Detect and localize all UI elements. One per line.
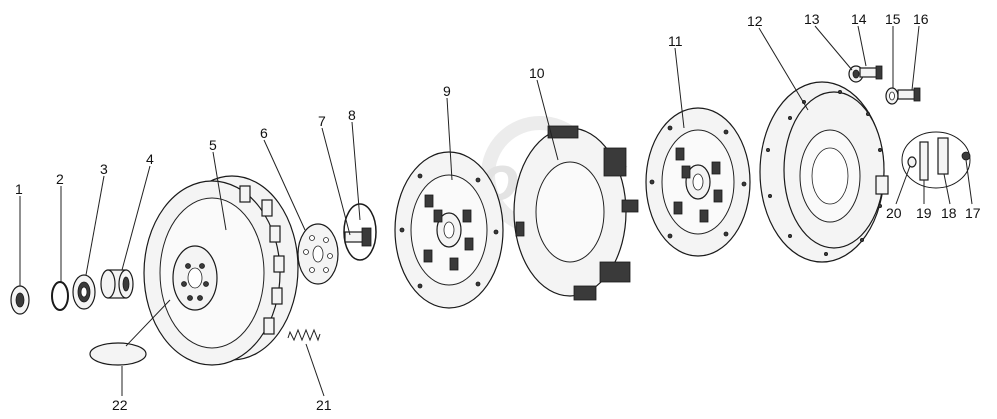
part-5-flywheel xyxy=(143,175,299,366)
part-22-seal xyxy=(89,342,147,366)
part-16-bolt xyxy=(897,87,921,102)
callout-6: 6 xyxy=(260,125,268,141)
part-8-disk xyxy=(343,203,377,261)
callout-15: 15 xyxy=(885,11,901,27)
callout-labels: 1 2 3 4 5 6 7 8 9 10 11 12 13 14 15 16 1… xyxy=(15,11,981,413)
callout-5: 5 xyxy=(209,137,217,153)
part-3-bearing xyxy=(72,274,96,310)
callout-3: 3 xyxy=(100,161,108,177)
part-21-spring xyxy=(287,328,321,342)
callout-9: 9 xyxy=(443,83,451,99)
part-6-plate xyxy=(297,223,339,285)
callout-19: 19 xyxy=(916,205,932,221)
part-7-bolt xyxy=(344,227,372,247)
inset-parts-17-20 xyxy=(901,131,971,189)
callout-16: 16 xyxy=(913,11,929,27)
part-18-bracket xyxy=(937,137,949,175)
leader-lines xyxy=(19,25,973,397)
part-10-pressure-plate xyxy=(513,125,639,301)
callout-1: 1 xyxy=(15,181,23,197)
callout-13: 13 xyxy=(804,11,820,27)
callout-14: 14 xyxy=(851,11,867,27)
part-17-nut xyxy=(961,151,971,161)
part-15-washer xyxy=(885,87,899,105)
callout-8: 8 xyxy=(348,107,356,123)
callout-12: 12 xyxy=(747,13,763,29)
callout-17: 17 xyxy=(965,205,981,221)
part-9-clutch-disc xyxy=(394,151,504,309)
part-2-snap-ring xyxy=(51,281,69,311)
callout-4: 4 xyxy=(146,151,154,167)
part-14-bolt xyxy=(859,65,883,80)
callout-7: 7 xyxy=(318,113,326,129)
callout-11: 11 xyxy=(668,33,683,49)
callout-18: 18 xyxy=(941,205,957,221)
part-12-clutch-cover xyxy=(759,81,889,263)
callout-10: 10 xyxy=(529,65,545,81)
part-20-washer xyxy=(907,156,917,168)
callout-21: 21 xyxy=(316,397,332,413)
part-19-plate xyxy=(919,141,929,181)
callout-2: 2 xyxy=(56,171,64,187)
part-4-bushing xyxy=(100,269,134,299)
callout-20: 20 xyxy=(886,205,902,221)
callout-22: 22 xyxy=(112,397,128,413)
part-1-bearing xyxy=(10,285,30,315)
part-11-clutch-disc xyxy=(645,107,751,257)
